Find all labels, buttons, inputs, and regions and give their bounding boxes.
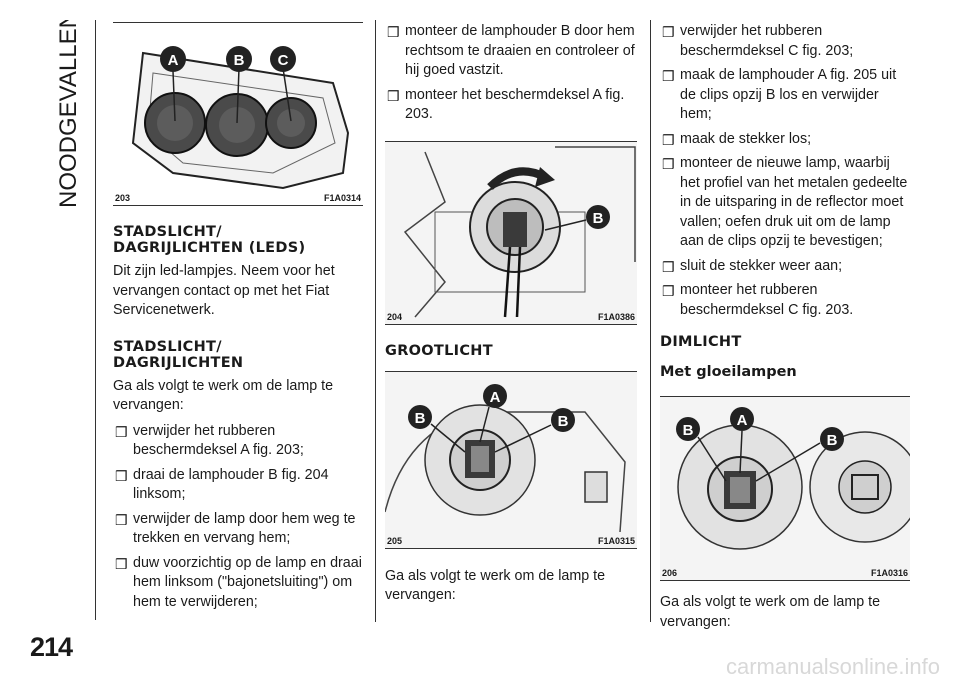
checkbox-bullet: ❒ xyxy=(387,24,400,40)
column-3: ❒verwijder het rubberen beschermdeksel C… xyxy=(660,22,910,632)
figure-203: A B C 203 F1A0314 xyxy=(113,22,363,206)
chapter-side-title: NOODGEVALLEN xyxy=(30,11,90,210)
figure-caption: 204 F1A0386 xyxy=(387,312,635,322)
checkbox-bullet: ❒ xyxy=(662,68,675,84)
checkbox-bullet: ❒ xyxy=(115,467,128,484)
checkbox-bullet: ❒ xyxy=(115,423,128,440)
figure-number: 204 xyxy=(387,311,403,322)
paragraph: Dit zijn led-lampjes. Neem voor het verv… xyxy=(113,263,335,318)
heading-stadslicht: STADSLICHT/ DAGRIJLICHTEN xyxy=(113,338,244,371)
figure-number: 203 xyxy=(115,193,131,203)
checkbox-bullet: ❒ xyxy=(662,283,675,299)
callout-label: A xyxy=(490,389,501,406)
low-beam-lamp-illustration: B A B xyxy=(660,397,910,580)
callout-label: B xyxy=(683,422,694,439)
figure-code: F1A0314 xyxy=(323,193,361,203)
watermark: carmanualsonline.info xyxy=(725,654,940,679)
figure-caption: 206 F1A0316 xyxy=(662,568,908,578)
callout-label: B xyxy=(558,413,569,430)
list-item: ❒monteer het rubberen beschermdeksel C f… xyxy=(662,282,854,318)
list-item: ❒verwijder het rubberen beschermdeksel C… xyxy=(662,23,854,59)
figure-code: F1A0315 xyxy=(597,535,635,546)
paragraph: Ga als volgt te werk om de lamp te verva… xyxy=(113,377,334,414)
step-list: ❒monteer de lamphouder B door hem rechts… xyxy=(385,22,637,125)
list-item: ❒duw voorzichtig op de lamp en draai hem… xyxy=(115,554,362,610)
column-2: ❒monteer de lamphouder B door hem rechts… xyxy=(385,22,637,606)
paragraph: Ga als volgt te werk om de lamp te verva… xyxy=(385,567,606,604)
step-list: ❒verwijder het rubberen beschermdeksel A… xyxy=(113,422,363,613)
checkbox-bullet: ❒ xyxy=(387,87,400,104)
heading-grootlicht: GROOTLICHT xyxy=(385,342,493,359)
figure-number: 206 xyxy=(662,568,678,578)
list-item: ❒monteer het beschermdeksel A fig. 203. xyxy=(387,86,625,123)
figure-caption: 205 F1A0315 xyxy=(387,536,635,546)
high-beam-lamp-illustration: A B B xyxy=(385,371,637,548)
column-1: A B C 203 F1A0314 STADSLICHT/ DAGRIJLICH… xyxy=(113,22,363,617)
figure-caption: 203 F1A0314 xyxy=(115,193,361,203)
callout-label: A xyxy=(168,52,179,69)
heading-dimlicht: DIMLICHT xyxy=(660,334,742,350)
checkbox-bullet: ❒ xyxy=(662,131,675,148)
column-divider-1 xyxy=(375,20,376,622)
checkbox-bullet: ❒ xyxy=(115,555,128,572)
list-item: ❒verwijder de lamp door hem weg te trekk… xyxy=(115,510,356,547)
checkbox-bullet: ❒ xyxy=(115,511,128,528)
paragraph: Ga als volgt te werk om de lamp te verva… xyxy=(660,594,881,630)
list-item: ❒maak de stekker los; xyxy=(660,130,910,150)
list-item: ❒verwijder het rubberen beschermdeksel A… xyxy=(115,422,304,459)
list-item: ❒sluit de stekker weer aan; xyxy=(660,257,910,277)
figure-number: 205 xyxy=(387,535,403,546)
callout-label: C xyxy=(278,52,289,69)
callout-label: A xyxy=(737,412,748,429)
step-list: ❒verwijder het rubberen beschermdeksel C… xyxy=(660,22,910,320)
list-item: ❒maak de lamphouder A fig. 205 uit de cl… xyxy=(662,67,897,122)
figure-code: F1A0386 xyxy=(597,311,635,322)
list-item: ❒monteer de nieuwe lamp, waarbij het pro… xyxy=(662,155,908,249)
figure-204: B 204 F1A0386 xyxy=(385,140,637,325)
headlamp-rear-illustration: A B C xyxy=(131,46,350,190)
column-divider-2 xyxy=(650,20,651,622)
checkbox-bullet: ❒ xyxy=(662,24,675,40)
heading-leds: STADSLICHT/ DAGRIJLICHTEN (LEDS) xyxy=(113,224,306,256)
list-item: ❒monteer de lamphouder B door hem rechts… xyxy=(387,23,635,78)
figure-206: B A B 206 F1A0316 xyxy=(660,396,910,581)
chapter-side-title-text: NOODGEVALLEN xyxy=(55,20,82,208)
list-item: ❒draai de lamphouder B fig. 204 linksom; xyxy=(115,466,329,503)
subheading-gloeilampen: Met gloeilampen xyxy=(660,364,797,380)
checkbox-bullet: ❒ xyxy=(662,156,675,172)
lamp-holder-rotation-illustration: B xyxy=(385,141,637,324)
figure-code: F1A0316 xyxy=(870,568,908,578)
side-divider xyxy=(95,20,96,620)
callout-label: B xyxy=(234,52,245,69)
page-number: 214 xyxy=(30,632,73,662)
callout-label: B xyxy=(827,432,838,449)
callout-label: B xyxy=(593,210,604,227)
callout-label: B xyxy=(415,410,426,427)
figure-205: A B B 205 F1A0315 xyxy=(385,370,637,549)
checkbox-bullet: ❒ xyxy=(662,258,675,275)
